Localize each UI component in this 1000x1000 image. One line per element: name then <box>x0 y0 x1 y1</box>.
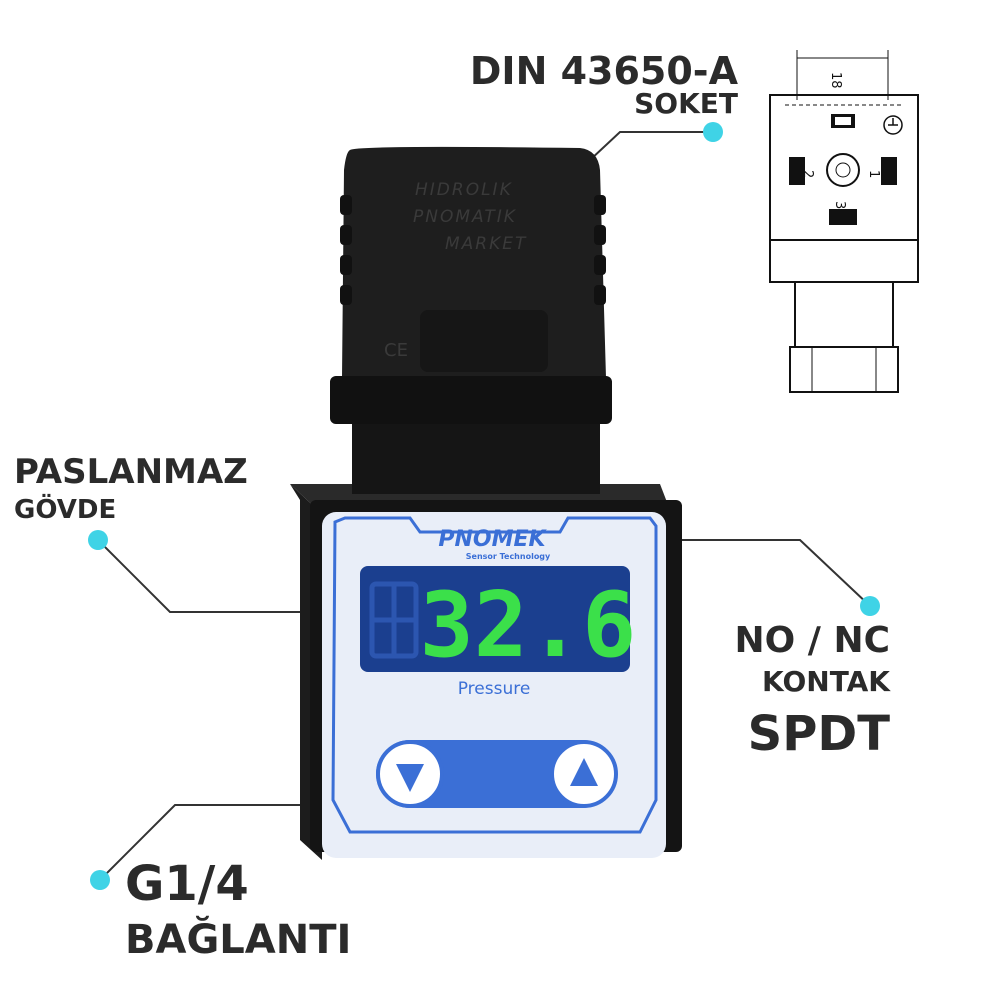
din-socket-technical-drawing <box>769 50 919 393</box>
inactive-lcd-segments <box>369 581 419 659</box>
socket-callout-title: DIN 43650-A <box>469 49 738 93</box>
connector-embossed-line-1: HIDROLIK <box>415 180 513 200</box>
contact-callout-title: NO / NC <box>734 620 891 661</box>
ce-mark: CE <box>384 340 408 361</box>
contact-callout-type: SPDT <box>747 706 890 762</box>
connection-callout-title: G1/4 <box>125 856 249 912</box>
drawing-pin-3-label: 3 <box>832 201 847 209</box>
din-connector-plug <box>330 146 612 494</box>
contact-callout-subtitle: KONTAK <box>762 665 890 698</box>
socket-callout-subtitle: SOKET <box>634 87 738 120</box>
connector-embossed-line-3: MARKET <box>445 234 527 254</box>
drawing-pin-2-label: 2 <box>800 170 815 178</box>
connection-callout-dot <box>90 870 110 890</box>
drawing-pin-1-label: 1 <box>866 170 881 178</box>
display-label: Pressure <box>458 679 531 699</box>
connection-callout-subtitle: BAĞLANTI <box>125 917 352 963</box>
contact-callout-dot <box>860 596 880 616</box>
body-callout-title: PASLANMAZ <box>14 452 248 492</box>
connector-embossed-line-2: PNOMATIK <box>413 207 517 227</box>
pressure-display-value: 32.6 <box>420 573 637 678</box>
body-callout-subtitle: GÖVDE <box>14 495 117 525</box>
socket-callout-dot <box>703 122 723 142</box>
callout-leader-lines <box>97 131 871 881</box>
drawing-dimension-label: 18 <box>828 72 843 89</box>
brand-logo: PNOMEK <box>438 527 547 552</box>
triangle-up-icon[interactable] <box>570 758 598 786</box>
triangle-down-icon[interactable] <box>396 764 424 792</box>
body-callout-dot <box>88 530 108 550</box>
brand-tagline: Sensor Technology <box>466 552 551 561</box>
